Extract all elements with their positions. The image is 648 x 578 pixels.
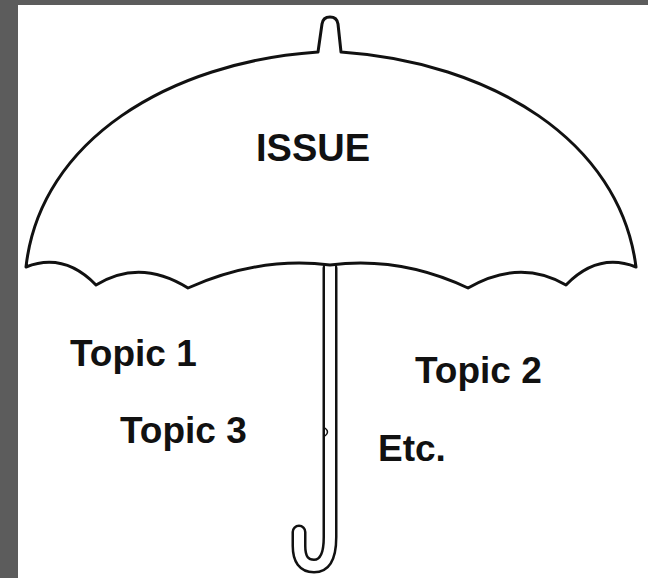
- topic-label: Topic 2: [415, 350, 542, 392]
- topic-label: Topic 3: [120, 410, 247, 452]
- topic-label: Topic 1: [70, 333, 197, 375]
- umbrella-node: ISSUE: [20, 14, 645, 296]
- issue-heading: ISSUE: [256, 127, 370, 170]
- topic-label: Etc.: [378, 428, 446, 470]
